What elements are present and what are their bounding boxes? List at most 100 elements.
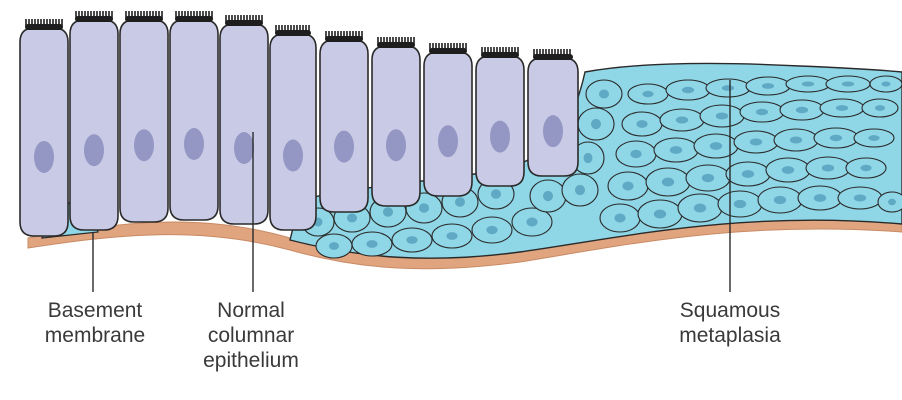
squamous-nucleus: [882, 81, 891, 86]
squamous-nucleus: [756, 109, 768, 115]
columnar-cell: [424, 52, 472, 196]
columnar-cell: [20, 28, 68, 236]
squamous-nucleus: [782, 166, 794, 174]
cilia: [377, 37, 415, 48]
squamous-nucleus: [366, 240, 377, 248]
squamous-nucleus: [796, 107, 808, 113]
squamous-nucleus: [446, 232, 457, 240]
cilia: [275, 25, 311, 36]
columnar-nucleus: [334, 131, 354, 163]
squamous-nucleus: [599, 90, 609, 99]
squamous-nucleus: [860, 165, 871, 171]
cilia-base: [533, 54, 573, 60]
squamous-nucleus: [622, 182, 633, 191]
cilia: [533, 49, 573, 60]
squamous-metaplasia-label: Squamous metaplasia: [650, 298, 810, 348]
squamous-nucleus: [636, 120, 647, 128]
squamous-metaplasia-line-2: metaplasia: [650, 323, 810, 348]
cilia-base: [75, 16, 113, 22]
squamous-nucleus: [774, 196, 786, 204]
columnar-cell: [270, 34, 316, 230]
squamous-nucleus: [734, 200, 746, 208]
squamous-nucleus: [383, 207, 393, 217]
squamous-metaplasia-line-1: Squamous: [650, 298, 810, 323]
cilia-base: [429, 48, 467, 54]
columnar-nucleus: [543, 115, 563, 147]
squamous-nucleus: [347, 214, 357, 223]
columnar-nucleus: [34, 141, 54, 173]
squamous-nucleus: [842, 81, 854, 86]
squamous-nucleus: [702, 174, 714, 182]
squamous-nucleus: [406, 236, 417, 244]
squamous-nucleus: [722, 85, 734, 91]
cilia: [125, 11, 163, 22]
columnar-nucleus: [283, 140, 303, 172]
squamous-nucleus: [830, 135, 842, 141]
cilia-base: [125, 16, 163, 22]
cilia-base: [275, 30, 311, 36]
squamous-nucleus: [710, 142, 722, 150]
cilia: [429, 43, 467, 54]
squamous-nucleus: [676, 116, 688, 123]
columnar-nucleus: [234, 132, 254, 164]
normal-columnar-epithelium-line-2: columnar: [186, 323, 316, 348]
squamous-nucleus: [854, 194, 866, 201]
squamous-nucleus: [742, 170, 754, 178]
squamous-nucleus: [822, 164, 834, 171]
cilia: [25, 19, 63, 30]
squamous-nucleus: [750, 138, 762, 145]
columnar-nucleus: [84, 134, 104, 166]
cilia: [225, 15, 263, 26]
columnar-cell: [170, 20, 218, 220]
columnar-cell: [220, 24, 268, 224]
cilia-base: [481, 52, 519, 58]
squamous-nucleus: [419, 203, 429, 213]
squamous-nucleus: [329, 242, 339, 250]
squamous-nucleus: [670, 146, 682, 154]
columnar-cell: [320, 40, 368, 212]
squamous-nucleus: [630, 150, 641, 158]
squamous-nucleus: [814, 194, 826, 202]
normal-columnar-epithelium-line-1: Normal: [186, 298, 316, 323]
squamous-nucleus: [642, 91, 653, 97]
cilia-base: [25, 24, 63, 30]
cilia-base: [225, 20, 263, 26]
cilia-base: [325, 36, 363, 42]
columnar-nucleus: [490, 121, 510, 153]
squamous-nucleus: [575, 185, 585, 195]
squamous-nucleus: [716, 112, 728, 119]
squamous-nucleus: [455, 197, 465, 207]
basement-membrane-line-1: Basement: [24, 298, 166, 323]
squamous-nucleus: [888, 199, 896, 205]
squamous-nucleus: [802, 81, 814, 86]
columnar-nucleus: [134, 129, 154, 161]
basement-membrane-label: Basement membrane: [24, 298, 166, 348]
squamous-nucleus: [682, 87, 694, 93]
squamous-nucleus: [694, 204, 706, 213]
normal-columnar-epithelium-line-3: epithelium: [186, 348, 316, 373]
squamous-nucleus: [762, 83, 774, 89]
squamous-nucleus: [868, 135, 879, 141]
squamous-nucleus: [875, 105, 885, 111]
squamous-nucleus: [584, 153, 593, 163]
squamous-nucleus: [543, 191, 553, 201]
columnar-cell: [120, 20, 168, 222]
cilia-base: [175, 16, 213, 22]
squamous-nucleus: [662, 178, 674, 187]
cilia-base: [377, 42, 415, 48]
columnar-nucleus: [438, 125, 458, 157]
columnar-nucleus: [184, 128, 204, 160]
columnar-nucleus: [386, 129, 406, 161]
squamous-nucleus: [790, 136, 802, 143]
columnar-cell: [372, 46, 420, 206]
columnar-cell: [70, 20, 118, 230]
squamous-nucleus: [491, 189, 501, 199]
cilia: [175, 11, 213, 22]
squamous-nucleus: [654, 210, 666, 219]
cilia: [75, 11, 113, 22]
normal-columnar-epithelium-label: Normal columnar epithelium: [186, 298, 316, 373]
squamous-nucleus: [836, 105, 848, 111]
squamous-nucleus: [591, 119, 601, 129]
basement-membrane-line-2: membrane: [24, 323, 166, 348]
squamous-nucleus: [526, 218, 537, 227]
